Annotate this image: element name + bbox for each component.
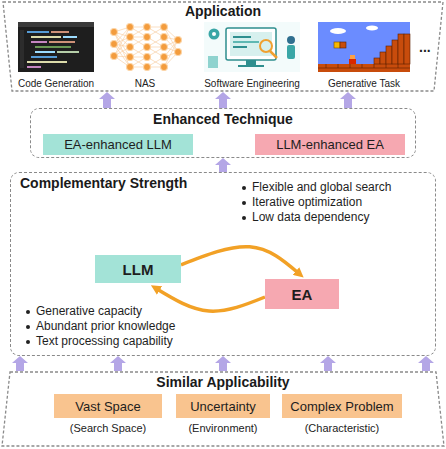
game-level-picture bbox=[318, 22, 410, 72]
bullet-text: Abundant prior knowledge bbox=[36, 319, 175, 333]
method-box: EA bbox=[265, 279, 339, 309]
application-image: Software Engineering bbox=[196, 20, 308, 90]
flow-arrow bbox=[418, 356, 434, 371]
region-title: Enhanced Technique bbox=[31, 109, 415, 127]
property-text: Uncertainty bbox=[190, 399, 256, 414]
technique-box: EA-enhanced LLM bbox=[43, 134, 193, 155]
neural-network-picture bbox=[111, 24, 182, 71]
bullet-text: Iterative optimization bbox=[252, 195, 362, 209]
bullet-text: Low data dependency bbox=[252, 210, 369, 224]
cycle-arrow bbox=[157, 289, 265, 311]
ellipsis-label: ... bbox=[419, 39, 431, 55]
flow-arrow bbox=[110, 356, 126, 371]
bullet-item: Text processing capability bbox=[26, 334, 173, 348]
bullet-dot bbox=[26, 310, 30, 314]
technique-box: LLM-enhanced EA bbox=[255, 134, 405, 155]
image-caption: Code Generation bbox=[18, 78, 94, 90]
bullet-item: Iterative optimization bbox=[242, 195, 362, 209]
technique-region: EA-enhanced LLM LLM-enhanced EA Enhanced T… bbox=[30, 108, 416, 158]
code-screenshot bbox=[18, 22, 94, 72]
property-caption: (Environment) bbox=[188, 422, 257, 434]
applicability-region: Vast Space (Search Space) Uncertainty (Envi… bbox=[0, 371, 446, 447]
bullet-dot bbox=[242, 216, 246, 220]
note-label: ... bbox=[419, 40, 431, 54]
property-shape: Vast Space bbox=[54, 394, 162, 418]
bullet-item: Flexible and global search bbox=[242, 180, 391, 194]
image-caption: Software Engineering bbox=[204, 78, 300, 90]
flow-arrow bbox=[215, 92, 231, 108]
method-box: LLM bbox=[95, 255, 181, 283]
box-text: EA bbox=[292, 286, 313, 303]
property-caption: (Search Space) bbox=[70, 422, 146, 434]
bullet-dot bbox=[26, 340, 30, 344]
region-title: Application bbox=[0, 0, 446, 19]
bullet-dot bbox=[26, 325, 30, 329]
bullet-dot bbox=[242, 186, 246, 190]
bullet-dot bbox=[242, 201, 246, 205]
flow-arrow bbox=[215, 158, 231, 172]
box-text: LLM-enhanced EA bbox=[276, 137, 384, 152]
image-caption: NAS bbox=[135, 78, 156, 90]
bullet-item: Generative capacity bbox=[26, 304, 142, 318]
bullet-item: Low data dependency bbox=[242, 210, 369, 224]
application-image: NAS bbox=[104, 20, 186, 90]
box-text: EA-enhanced LLM bbox=[64, 137, 172, 152]
property-text: Vast Space bbox=[75, 399, 141, 414]
image-caption: Generative Task bbox=[328, 78, 400, 90]
property-box: Uncertainty (Environment) bbox=[176, 394, 270, 440]
application-region: Code Generation NAS Software Engineering Ge… bbox=[0, 0, 446, 92]
property-caption: (Characteristic) bbox=[305, 422, 380, 434]
flow-arrow bbox=[340, 92, 356, 108]
region-title: Similar Applicability bbox=[0, 371, 446, 390]
application-image: Generative Task bbox=[314, 20, 414, 90]
property-text: Complex Problem bbox=[290, 399, 393, 414]
bullet-text: Text processing capability bbox=[36, 334, 173, 348]
bullet-text: Generative capacity bbox=[36, 304, 142, 318]
property-box: Vast Space (Search Space) bbox=[54, 394, 162, 440]
bullet-item: Abundant prior knowledge bbox=[26, 319, 175, 333]
cycle-arrow bbox=[181, 247, 298, 273]
flow-arrow bbox=[215, 356, 231, 371]
flow-arrow bbox=[99, 92, 115, 108]
property-box: Complex Problem (Characteristic) bbox=[282, 394, 402, 440]
flow-arrow bbox=[320, 356, 336, 371]
property-shape: Uncertainty bbox=[176, 394, 270, 418]
application-image: Code Generation bbox=[10, 20, 103, 90]
bullet-text: Flexible and global search bbox=[252, 180, 391, 194]
flow-arrow bbox=[12, 356, 28, 371]
box-text: LLM bbox=[123, 261, 154, 278]
software-engineering-picture bbox=[204, 22, 300, 72]
property-shape: Complex Problem bbox=[282, 394, 402, 418]
